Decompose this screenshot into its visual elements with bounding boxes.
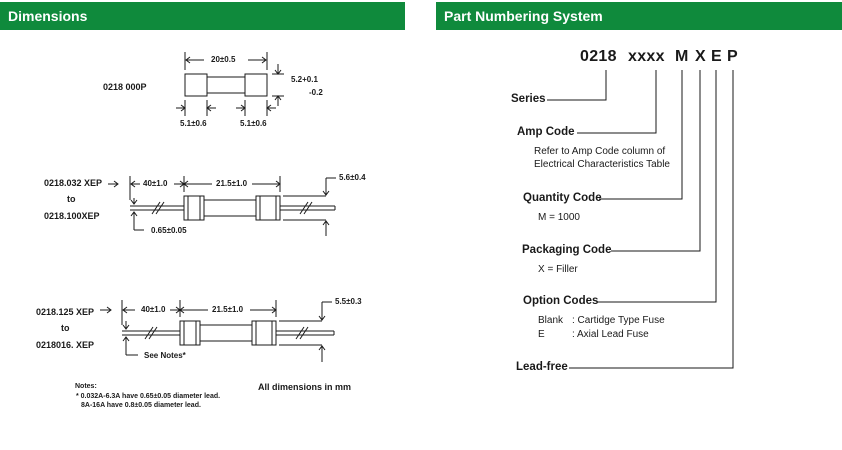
option-codes-label: Option Codes [523, 295, 599, 307]
notes-title: Notes: [75, 383, 97, 390]
axial2-body-length-dim: 21.5±1.0 [212, 305, 244, 314]
notes-line-1: * 0.032A-6.3A have 0.65±0.05 diameter le… [76, 393, 221, 400]
pn-pkg: X [695, 48, 706, 65]
pn-lead: P [727, 48, 738, 65]
axial1-lead-length-dim: 40±1.0 [143, 179, 168, 188]
axial-fuse-drawing-2 [100, 300, 335, 362]
pn-opt: E [711, 48, 722, 65]
cartridge-part-label: 0218 000P [103, 82, 147, 92]
quantity-code-desc: M = 1000 [538, 212, 580, 223]
part-numbering-header-title: Part Numbering System [444, 8, 603, 24]
axial2-see-notes: See Notes* [144, 351, 186, 360]
axial1-part-to: 0218.100XEP [44, 211, 100, 221]
part-number-leaders [547, 70, 734, 369]
pn-amp: xxxx [628, 48, 665, 65]
units-note: All dimensions in mm [258, 382, 352, 392]
axial1-to: to [67, 194, 76, 204]
axial2-part-from: 0218.125 XEP [36, 307, 95, 317]
amp-code-label: Amp Code [517, 126, 575, 138]
option-2-desc: : Axial Lead Fuse [572, 329, 649, 340]
axial2-to: to [61, 323, 70, 333]
dimensions-header: Dimensions [0, 2, 405, 30]
cartridge-length-dim: 20±0.5 [211, 55, 236, 64]
cartridge-dia-tol: -0.2 [309, 88, 323, 97]
axial2-lead-length-dim: 40±1.0 [141, 305, 166, 314]
lead-free-label: Lead-free [516, 361, 568, 373]
option-2-code: E [538, 329, 545, 340]
axial1-body-length-dim: 21.5±1.0 [216, 179, 248, 188]
cartridge-cap-right-dim: 5.1±0.6 [240, 119, 267, 128]
axial1-lead-dia-dim: 0.65±0.05 [151, 226, 187, 235]
cartridge-dia-dim: 5.2+0.1 [291, 75, 318, 84]
pn-base: 0218 [580, 48, 617, 65]
part-numbering-header: Part Numbering System [436, 2, 842, 30]
axial1-body-dia-dim: 5.6±0.4 [339, 173, 366, 182]
series-label: Series [511, 93, 546, 105]
axial1-part-from: 0218.032 XEP [44, 178, 103, 188]
option-1-desc: : Cartidge Type Fuse [572, 315, 665, 326]
dimensions-header-title: Dimensions [8, 8, 88, 24]
packaging-code-label: Packaging Code [522, 244, 612, 256]
notes-line-2: 8A-16A have 0.8±0.05 diameter lead. [81, 402, 201, 409]
pn-qty: M [675, 48, 689, 65]
option-1-code: Blank [538, 315, 564, 326]
axial2-part-to: 0218016. XEP [36, 340, 95, 350]
axial2-body-dia-dim: 5.5±0.3 [335, 297, 362, 306]
axial-fuse-drawing-1 [108, 176, 336, 236]
packaging-code-desc: X = Filler [538, 264, 578, 275]
quantity-code-label: Quantity Code [523, 192, 602, 204]
cartridge-cap-left-dim: 5.1±0.6 [180, 119, 207, 128]
cartridge-fuse-drawing [176, 52, 284, 116]
amp-code-desc-1: Refer to Amp Code column of [534, 146, 666, 157]
amp-code-desc-2: Electrical Characteristics Table [534, 159, 670, 170]
